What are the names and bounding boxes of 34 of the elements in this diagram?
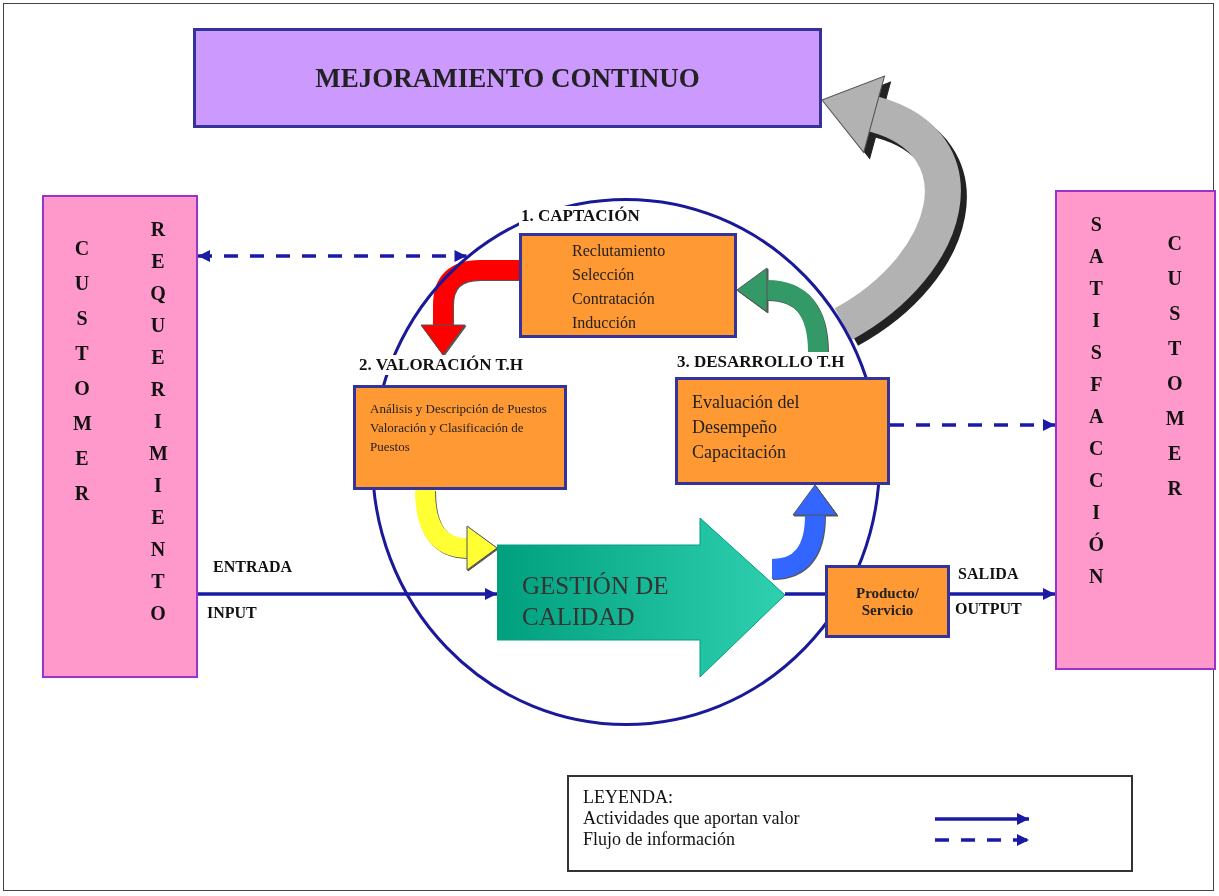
customer-box bbox=[42, 195, 198, 678]
flow-label: OUTPUT bbox=[955, 600, 1022, 618]
product-box bbox=[825, 565, 950, 638]
list-item: Valoración y Clasificación de Puestos bbox=[370, 418, 525, 456]
box-label: Producto/ Servicio bbox=[854, 584, 921, 619]
edge-label: ENTRADA bbox=[213, 558, 293, 576]
step-heading: 2. VALORACIÓN T.H bbox=[357, 355, 526, 375]
list-item: Selección bbox=[572, 265, 636, 285]
legend-text: Actividades que aportan valor bbox=[583, 808, 800, 829]
vertical-text: SATISFACCIÓN bbox=[1087, 212, 1106, 589]
block-arrow bbox=[415, 489, 498, 571]
title-box bbox=[193, 28, 822, 128]
customer-box bbox=[1055, 190, 1216, 670]
legend-text: Flujo de información bbox=[583, 829, 735, 850]
title-text: MEJORAMIENTO CONTINUO bbox=[315, 62, 700, 94]
vertical-text: REQUERIMIENTO bbox=[149, 217, 167, 626]
arrow bbox=[950, 588, 1055, 600]
list-item: Evaluación del Desempeño bbox=[692, 391, 801, 440]
list-item: Análisis y Descripción de Puestos bbox=[370, 400, 548, 418]
edge-label: SALIDA bbox=[958, 565, 1019, 583]
legend-title: LEYENDA: bbox=[583, 787, 674, 808]
dashed-arrow bbox=[198, 250, 467, 262]
list-item: Contratación bbox=[572, 289, 656, 309]
list-item: Capacitación bbox=[692, 441, 787, 465]
flow-label: INPUT bbox=[207, 604, 257, 622]
arrow-label: GESTIÓN DE CALIDAD bbox=[522, 571, 670, 633]
vertical-text: CUSTOMER bbox=[73, 236, 91, 506]
arrow bbox=[198, 588, 497, 600]
step-heading: 1. CAPTACIÓN bbox=[519, 206, 642, 226]
block-arrow bbox=[771, 484, 838, 579]
list-item: Inducción bbox=[572, 313, 637, 333]
dashed-arrow bbox=[890, 419, 1055, 431]
vertical-text: CUSTOMER bbox=[1165, 231, 1184, 501]
list-item: Reclutamiento bbox=[572, 241, 667, 261]
